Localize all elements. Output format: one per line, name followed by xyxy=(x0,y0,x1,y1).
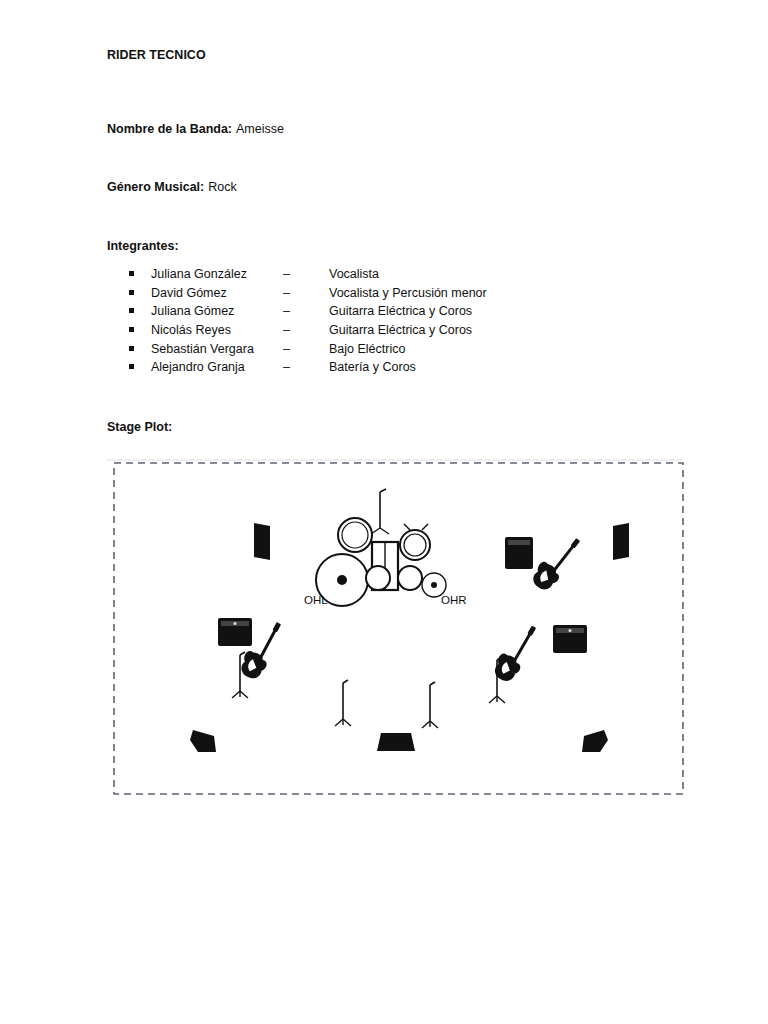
list-bullet xyxy=(129,290,134,295)
field-value: Rock xyxy=(208,179,236,195)
member-name: Juliana Gómez xyxy=(151,303,234,319)
list-bullet xyxy=(129,271,134,276)
member-role: Guitarra Eléctrica y Coros xyxy=(329,322,472,338)
list-bullet xyxy=(129,364,134,369)
list-bullet xyxy=(129,327,134,332)
member-role: Bajo Eléctrico xyxy=(329,341,405,357)
list-bullet xyxy=(129,308,134,313)
member-name: Sebastián Vergara xyxy=(151,341,254,357)
dash: – xyxy=(283,359,290,375)
dash: – xyxy=(283,285,290,301)
member-role: Batería y Coros xyxy=(329,359,416,375)
dash: – xyxy=(283,322,290,338)
member-name: David Gómez xyxy=(151,285,227,301)
member-role: Vocalista xyxy=(329,266,379,282)
field-value: Ameisse xyxy=(236,121,284,137)
member-name: Alejandro Granja xyxy=(151,359,245,375)
member-role: Guitarra Eléctrica y Coros xyxy=(329,303,472,319)
document-title: RIDER TECNICO xyxy=(107,47,206,63)
member-role: Vocalista y Percusión menor xyxy=(329,285,487,301)
list-bullet xyxy=(129,346,134,351)
stage-outline xyxy=(114,463,683,794)
member-name: Nicolás Reyes xyxy=(151,322,231,338)
dash: – xyxy=(283,266,290,282)
overhead-label: OHL xyxy=(304,592,328,608)
field-heading: Integrantes: xyxy=(107,238,179,254)
overhead-label: OHR xyxy=(441,592,467,608)
dash: – xyxy=(283,303,290,319)
field-heading: Nombre de la Banda: xyxy=(107,121,232,137)
dash: – xyxy=(283,341,290,357)
field-heading: Género Musical: xyxy=(107,179,204,195)
section-heading: Stage Plot: xyxy=(107,419,172,435)
member-name: Juliana González xyxy=(151,266,247,282)
